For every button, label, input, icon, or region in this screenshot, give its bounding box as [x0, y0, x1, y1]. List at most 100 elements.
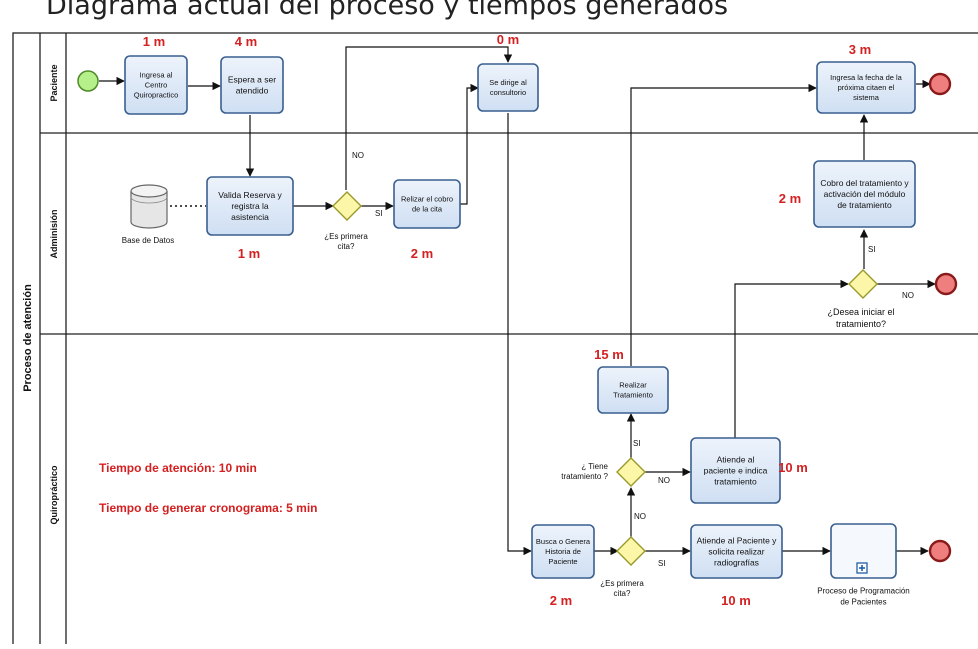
- flow-label-si-desea: SI: [868, 245, 876, 254]
- gateway-tiene-tratamiento-line: ¿ Tiene: [581, 462, 608, 471]
- task-espera-box: [220, 56, 284, 114]
- task-valida-line: asistencia: [231, 212, 269, 222]
- task-espera-line: Espera a ser: [228, 74, 276, 84]
- summary-tiempo-atencion: Tiempo de atención: 10 min: [99, 461, 257, 475]
- gateway-primera-cita-quiro-line: ¿Es primera: [600, 579, 644, 588]
- start-event: [77, 70, 99, 92]
- task-atiende-indica-line: Atiende al: [717, 454, 755, 464]
- time-busca-historia: 2 m: [550, 593, 572, 608]
- flow-consultorio-to-historia: [507, 113, 532, 556]
- task-ingresa-fecha-line: sistema: [853, 93, 880, 102]
- task-se-dirige-box: [477, 63, 539, 112]
- subprocess-marker-icon: [856, 562, 868, 574]
- lane-label-admin: Adminisión: [49, 210, 59, 259]
- gateway-desea-iniciar: ¿Desea iniciar el tratamiento?: [827, 269, 895, 329]
- flow-label-no-desea: NO: [902, 291, 914, 300]
- task-ingresa-fecha-line: próxima citaen el: [838, 83, 895, 92]
- task-atiende-radiografias-line: radiografías: [714, 557, 759, 567]
- time-realizar-tratamiento: 15 m: [594, 347, 624, 362]
- datastore: Base de Datos: [122, 184, 174, 245]
- task-subproceso-line: de Pacientes: [840, 597, 886, 606]
- datastore-label: Base de Datos: [122, 236, 174, 245]
- task-busca-historia-box: [531, 524, 595, 579]
- task-subproceso: Proceso de Programación de Pacientes: [817, 523, 910, 606]
- gateway-desea-iniciar-line: tratamiento?: [836, 319, 886, 329]
- gateway-tiene-tratamiento-diamond: [616, 457, 646, 487]
- task-valida-box: [206, 176, 294, 236]
- task-cobro-cita-line: Relizar el cobro: [401, 195, 453, 204]
- gateway-tiene-tratamiento-line: tratamiento ?: [561, 472, 608, 481]
- task-cobro-cita-box: [393, 179, 461, 229]
- lane-label-paciente: Paciente: [49, 64, 59, 101]
- sequence-flows: [99, 46, 936, 556]
- task-ingresa-centro-line: Centro: [145, 81, 168, 90]
- task-subproceso-line: Proceso de Programación: [817, 586, 910, 595]
- task-cobro-tratamiento-line: de tratamiento: [837, 200, 892, 210]
- flow-label-si-tiene: SI: [633, 439, 641, 448]
- gateway-primera-cita-admin-diamond: [332, 191, 362, 221]
- task-se-dirige-line: Se dirige al: [489, 78, 527, 87]
- flow-realizar-to-ingresa-fecha: [630, 83, 817, 366]
- task-ingresa-fecha-line: Ingresa la fecha de la: [830, 73, 903, 82]
- flow-atiende-to-desea: [734, 279, 849, 444]
- task-realizar-tratamiento-line: Realizar: [619, 381, 647, 390]
- task-atiende-indica-box: [690, 437, 781, 504]
- flow-label-no-tiene: NO: [658, 476, 670, 485]
- task-cobro-tratamiento-line: activación del módulo: [824, 189, 906, 199]
- task-busca-historia-line: Busca o Genera: [536, 537, 591, 546]
- task-cobro-tratamiento-box: [813, 160, 916, 228]
- time-cobro-tratamiento: 2 m: [779, 191, 801, 206]
- task-valida-line: Valida Reserva y: [218, 190, 282, 200]
- gateway-desea-iniciar-diamond: [848, 269, 878, 299]
- pool-border: [12, 32, 978, 649]
- summary-tiempo-cronograma: Tiempo de generar cronograma: 5 min: [99, 501, 318, 515]
- task-atiende-radiografias-line: Atiende al Paciente y: [697, 535, 778, 545]
- flow-label-si-admin: SI: [375, 209, 383, 218]
- gateway-desea-iniciar-line: ¿Desea iniciar el: [827, 307, 894, 317]
- gateway-primera-cita-admin-line: ¿Es primera: [324, 232, 368, 241]
- flow-gateway-no-to-consultorio: [345, 46, 513, 190]
- task-busca-historia-line: Paciente: [548, 557, 577, 566]
- time-se-dirige: 0 m: [497, 32, 519, 47]
- task-cobro-tratamiento-line: Cobro del tratamiento y: [820, 178, 909, 188]
- diagram-header: Diagrama actual del proceso y tiempos ge…: [46, 0, 729, 21]
- gateway-primera-cita-quiro-line: cita?: [614, 589, 631, 598]
- gateway-primera-cita-admin-line: cita?: [338, 242, 355, 251]
- task-atiende-indica-line: paciente e indica: [704, 465, 768, 475]
- time-atiende-radiografias: 10 m: [721, 593, 751, 608]
- task-busca-historia-line: Historia de: [545, 547, 581, 556]
- lane-label-quiro: Quiropráctico: [49, 465, 59, 525]
- end-event-paciente: [928, 72, 952, 96]
- task-subproceso-box: [830, 523, 897, 579]
- task-atiende-radiografias-box: [690, 524, 783, 579]
- task-se-dirige-line: consultorio: [490, 88, 526, 97]
- time-valida: 1 m: [238, 246, 260, 261]
- task-ingresa-centro-line: Ingresa al: [140, 71, 173, 80]
- flow-label-no-primera: NO: [634, 512, 646, 521]
- task-espera-line: atendido: [236, 85, 269, 95]
- task-atiende-radiografias-line: solicita realizar: [708, 546, 764, 556]
- task-valida-line: registra la: [231, 201, 269, 211]
- time-cobro-cita: 2 m: [411, 246, 433, 261]
- end-event-programacion: [928, 539, 952, 563]
- task-ingresa-centro-line: Quiropractico: [134, 91, 179, 100]
- flow-label-no-admin: NO: [352, 151, 364, 160]
- time-ingresa-centro: 1 m: [143, 34, 165, 49]
- pool: Proceso de atención Paciente Adminisión …: [12, 32, 978, 649]
- flow-label-si-primera: SI: [658, 559, 666, 568]
- time-espera: 4 m: [235, 34, 257, 49]
